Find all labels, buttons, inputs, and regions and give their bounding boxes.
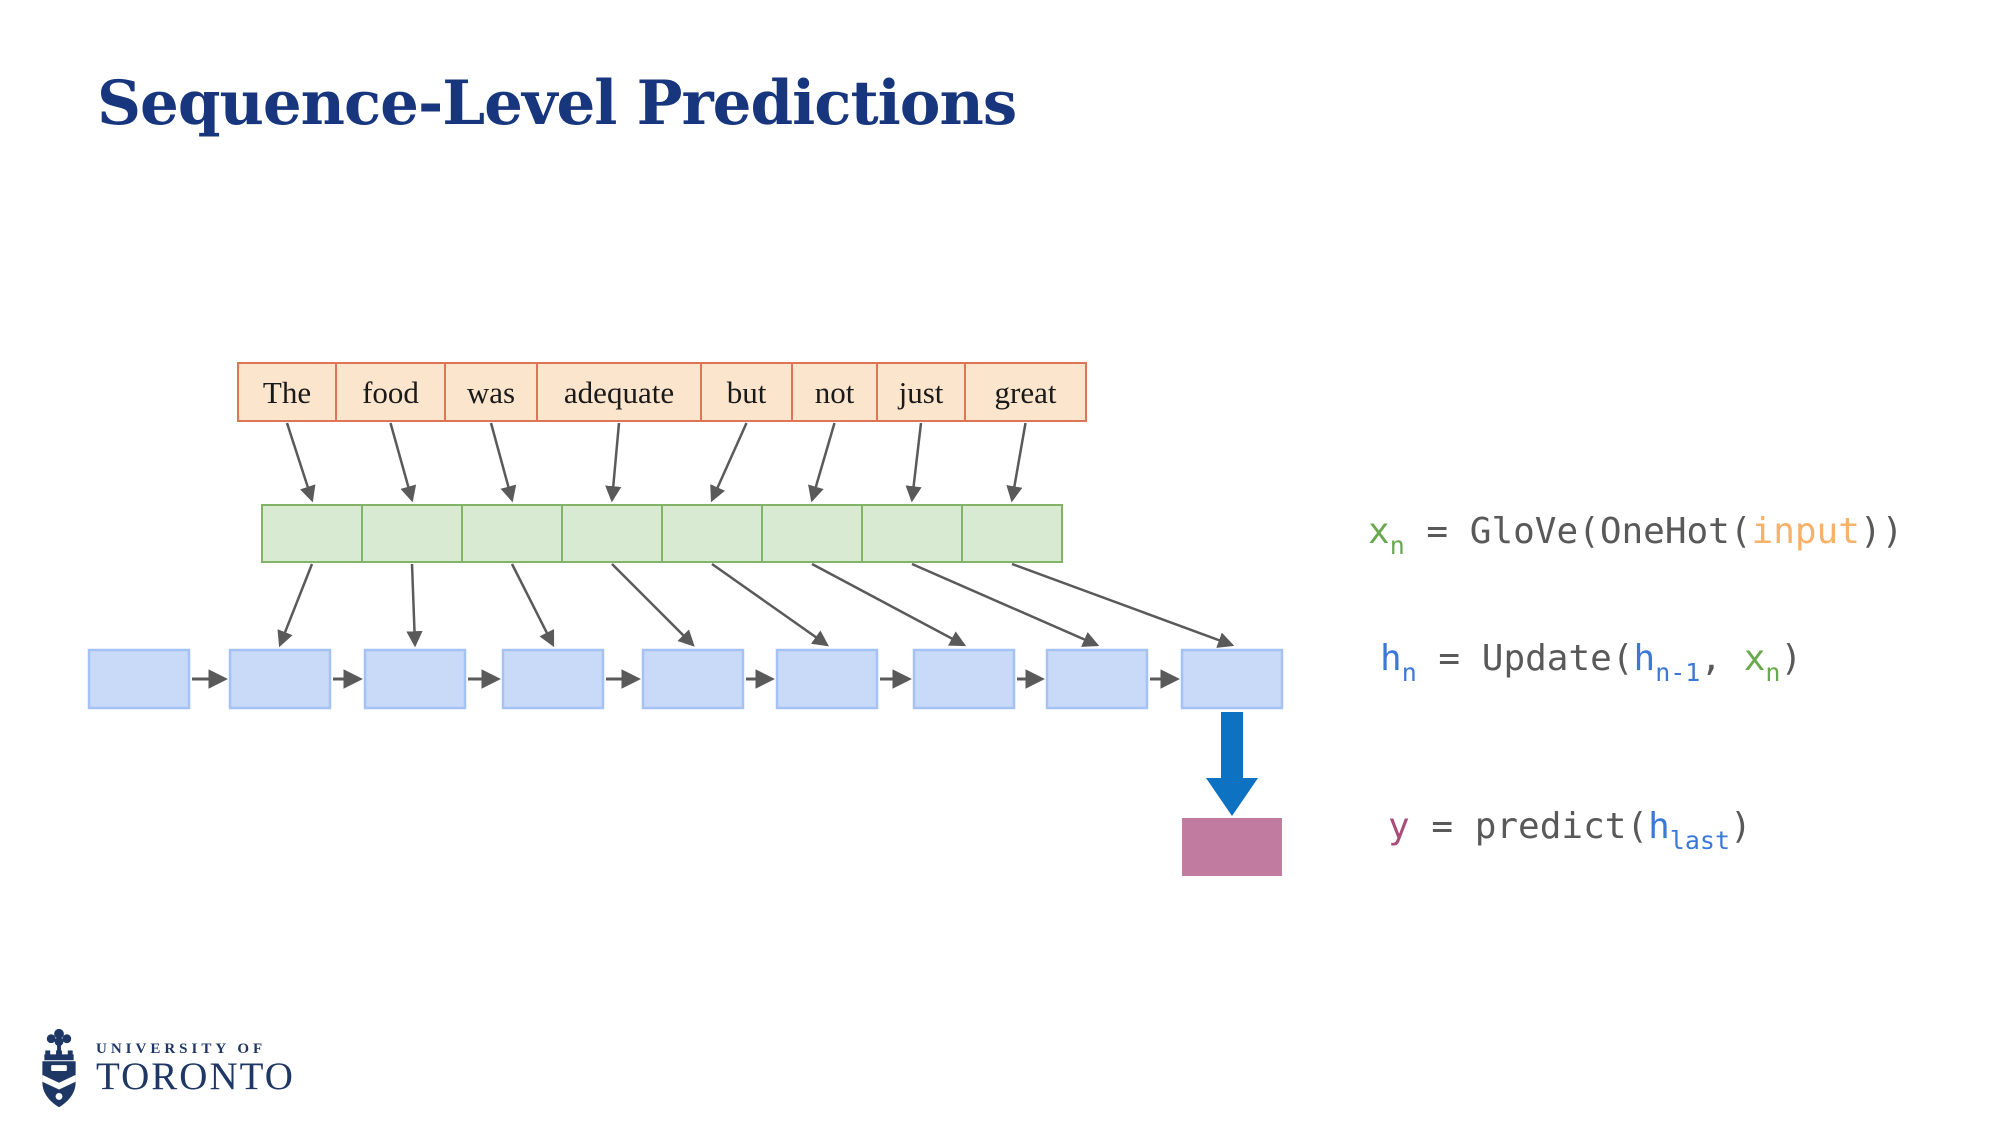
embedding-cell <box>461 504 563 563</box>
equation-segment: = GloVe(OneHot( <box>1404 511 1752 552</box>
token-to-embedding-arrow <box>808 422 836 503</box>
embedding-cell <box>661 504 763 563</box>
token-label: food <box>362 375 419 410</box>
token-to-embedding-arrow <box>605 422 622 503</box>
prediction-equation: y = predict(hlast) <box>1388 805 1752 863</box>
embedding-cell <box>961 504 1063 563</box>
token-box <box>536 362 702 422</box>
hidden-state-box <box>228 648 332 710</box>
hidden-state-box <box>501 648 605 710</box>
equation-segment: h <box>1633 638 1656 679</box>
token-box <box>700 362 793 422</box>
university-logo: UNIVERSITY OF TORONTO <box>34 1026 295 1114</box>
equation-segment: last <box>1669 826 1731 855</box>
equation-segment: n <box>1401 658 1417 687</box>
embedding-to-hidden-arrow <box>406 563 423 648</box>
hidden-state-box <box>775 648 879 710</box>
logo-toronto: TORONTO <box>96 1055 295 1098</box>
token-label: adequate <box>564 375 674 410</box>
token-label: just <box>898 375 944 410</box>
token-box <box>237 362 337 422</box>
equation-segment: y <box>1388 806 1410 847</box>
embedding-to-hidden-arrow <box>711 562 829 647</box>
token-to-embedding-arrow <box>1006 422 1027 503</box>
embedding-to-hidden-arrow <box>911 562 1100 647</box>
hidden-state-box <box>363 648 467 710</box>
embedding-to-hidden-arrow <box>1011 562 1235 648</box>
output-box <box>1182 818 1282 876</box>
embedding-to-hidden-arrow <box>811 562 967 647</box>
prediction-arrow <box>1206 712 1258 816</box>
token-to-embedding-arrow <box>710 422 748 503</box>
token-to-embedding-arrow <box>285 422 316 503</box>
equation-segment: , <box>1700 638 1744 679</box>
token-box <box>964 362 1087 422</box>
equation-segment: n <box>1765 658 1781 687</box>
logo-university-of: UNIVERSITY OF <box>96 1041 267 1057</box>
equation-segment: x <box>1743 638 1766 679</box>
token-to-embedding-arrow <box>489 422 517 503</box>
embedding-cell <box>561 504 663 563</box>
embedding-equation: xn = GloVe(OneHot(input)) <box>1368 510 1903 568</box>
equation-segment: ) <box>1730 806 1752 847</box>
equation-segment: n-1 <box>1655 658 1701 687</box>
equation-segment: = predict( <box>1409 806 1649 847</box>
token-label: not <box>815 375 855 410</box>
embedding-to-hidden-arrow <box>277 563 314 648</box>
equation-segment: h <box>1380 638 1402 679</box>
equation-segment: h <box>1648 806 1670 847</box>
token-label: great <box>995 375 1057 410</box>
slide-title: Sequence-Level Predictions <box>97 68 1017 139</box>
token-label: but <box>727 375 767 410</box>
token-box <box>791 362 878 422</box>
token-label: The <box>263 375 311 410</box>
token-to-embedding-arrow <box>389 422 417 503</box>
embedding-cell <box>261 504 363 563</box>
token-box <box>444 362 538 422</box>
hidden-state-box <box>87 648 191 710</box>
equation-segment: )) <box>1859 511 1904 552</box>
embedding-cell <box>761 504 863 563</box>
embedding-to-hidden-arrow <box>611 563 695 647</box>
hidden-state-box <box>641 648 745 710</box>
equation-segment: x <box>1368 511 1390 552</box>
token-label: was <box>467 375 515 410</box>
update-equation: hn = Update(hn-1, xn) <box>1380 637 1802 695</box>
equation-segment: ) <box>1780 638 1803 679</box>
uoft-crest-icon <box>42 1028 76 1108</box>
token-to-embedding-arrow <box>905 422 923 503</box>
hidden-state-box <box>1180 648 1284 710</box>
equation-segment: n <box>1389 531 1405 560</box>
hidden-state-box <box>912 648 1016 710</box>
equation-segment: input <box>1751 511 1860 552</box>
hidden-state-box <box>1045 648 1149 710</box>
embedding-cell <box>361 504 463 563</box>
equation-segment: = Update( <box>1416 638 1634 679</box>
embedding-cell <box>861 504 963 563</box>
embedding-to-hidden-arrow <box>510 563 555 648</box>
